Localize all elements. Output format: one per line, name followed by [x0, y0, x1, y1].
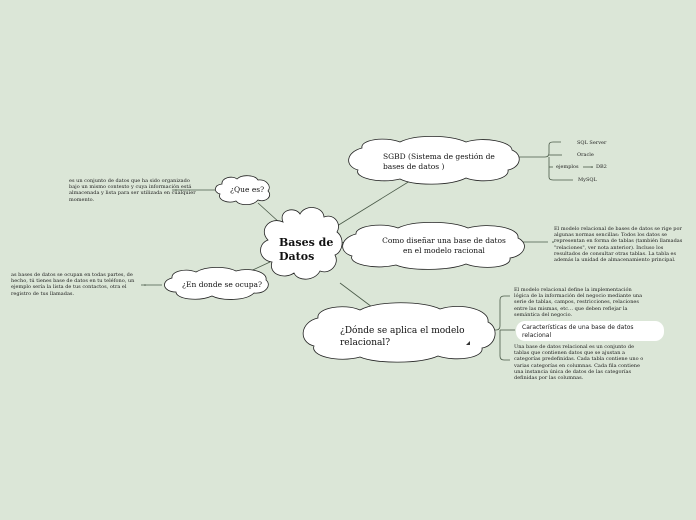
disenar-cloud[interactable] [342, 222, 525, 270]
sgbd-item-sql-server: SQL Server [577, 140, 607, 146]
central-node-label: Bases de Datos [279, 236, 334, 263]
collapse-toggle-icon[interactable] [466, 341, 470, 345]
sgbd-item-mysql: MySQL [578, 177, 597, 183]
disenar-label: Como diseñar una base de datos en el mod… [382, 236, 506, 255]
sgbd-item-ejemplos: ejemplos [556, 164, 579, 170]
sgbd-item-db2: DB2 [596, 164, 607, 170]
central-cloud[interactable] [260, 207, 343, 280]
que-es-cloud[interactable] [214, 175, 271, 206]
que-es-label: ¿Que es? [230, 185, 265, 194]
sgbd-cloud[interactable] [348, 136, 520, 185]
aplica-description-1: El modelo relacional define la implement… [514, 287, 643, 318]
aplica-cloud[interactable] [302, 302, 496, 363]
aplica-description-2: Una base de datos relacional es un conju… [514, 344, 644, 382]
disenar-description: El modelo relacional de bases de datos s… [554, 226, 683, 264]
aplica-characteristics-pill[interactable]: Características de una base de datos rel… [516, 321, 664, 341]
aplica-label: ¿Dónde se aplica el modelo relacional? [340, 326, 465, 348]
sgbd-label: SGBD (Sistema de gestión de bases de dat… [383, 152, 495, 171]
donde-ocupa-cloud[interactable] [164, 266, 269, 300]
connector-lines [141, 141, 593, 361]
donde-ocupa-label: ¿En donde se ocupa? [182, 280, 262, 289]
sgbd-item-oracle: Oracle [577, 152, 594, 158]
que-es-description: es un conjunto de datos que ha sido orga… [69, 178, 196, 203]
donde-ocupa-description: as bases de datos se ocupan en todas par… [11, 272, 135, 297]
